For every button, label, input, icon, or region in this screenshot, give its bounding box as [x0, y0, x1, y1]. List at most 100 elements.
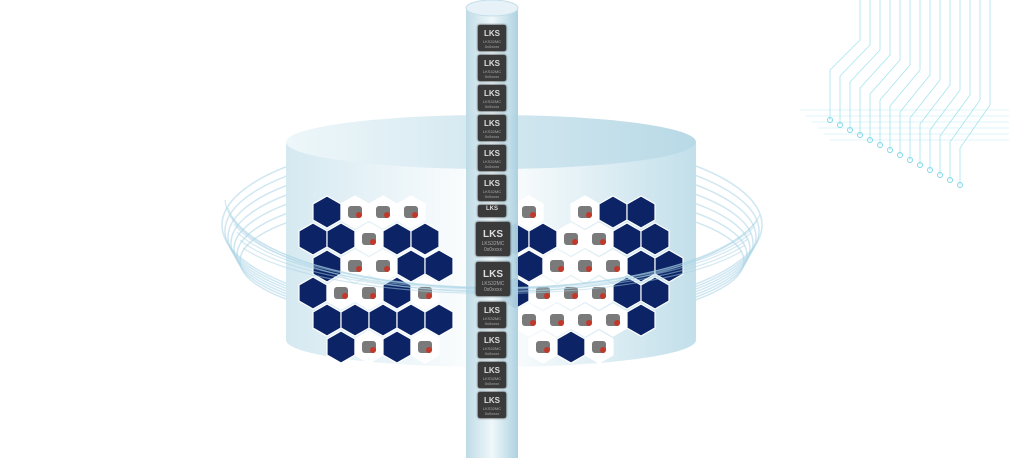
- circuit-node: [937, 172, 943, 178]
- chip-brand: LKS: [484, 179, 500, 188]
- chip-code: 0x0xxxx: [484, 194, 500, 199]
- circuit-line: [829, 0, 861, 120]
- hex-tile: [640, 276, 670, 310]
- circuit-line: [889, 0, 921, 150]
- hex-tile: [640, 222, 670, 256]
- product-icon-detail: [356, 266, 362, 272]
- chip-code: 0x0xxxx: [484, 411, 500, 416]
- product-icon-detail: [370, 347, 376, 353]
- circuit-node: [897, 152, 903, 158]
- product-icon-detail: [356, 212, 362, 218]
- hex-tile: [626, 195, 656, 229]
- circuit-line: [849, 0, 881, 130]
- hex-tile: [424, 249, 454, 283]
- circuit-line: [949, 0, 981, 180]
- circuit-line: [939, 0, 971, 175]
- chip-brand: LKS: [486, 206, 498, 212]
- hex-tile: [626, 303, 656, 337]
- circuit-node: [947, 177, 953, 183]
- product-icon-detail: [572, 293, 578, 299]
- product-icon-detail: [426, 347, 432, 353]
- product-icon-detail: [600, 347, 606, 353]
- chip-code: 0x0xxxx: [484, 44, 500, 49]
- product-icon-detail: [384, 266, 390, 272]
- product-icon-detail: [558, 266, 564, 272]
- chip-code: 0x0xxxx: [484, 74, 500, 79]
- chip-brand: LKS: [484, 306, 500, 315]
- hex-tile: [424, 303, 454, 337]
- chip-model: LKS32MC: [482, 316, 502, 321]
- product-icon-detail: [614, 266, 620, 272]
- circuit-node: [887, 147, 893, 153]
- chip-code: 0x0xxxx: [484, 134, 500, 139]
- chip-code: 0x0xxxx: [483, 247, 503, 253]
- product-icon-detail: [530, 320, 536, 326]
- chip-code: 0x0xxxx: [484, 321, 500, 326]
- chip-model: LKS32MC: [482, 69, 502, 74]
- circuit-line: [919, 0, 951, 165]
- product-icon-detail: [370, 239, 376, 245]
- product-icon-detail: [370, 293, 376, 299]
- chip-brand: LKS: [484, 396, 500, 405]
- product-icon-detail: [586, 212, 592, 218]
- circuit-line: [869, 0, 901, 140]
- chip-model: LKS32MC: [481, 281, 505, 287]
- hex-tile: [654, 249, 684, 283]
- circuit-line: [909, 0, 941, 160]
- circuit-node: [917, 162, 923, 168]
- product-icon-detail: [544, 293, 550, 299]
- circuit-line: [899, 0, 931, 155]
- product-icon-detail: [530, 212, 536, 218]
- chip-brand: LKS: [483, 269, 503, 280]
- chip-brand: LKS: [484, 59, 500, 68]
- chip-model: LKS32MC: [482, 376, 502, 381]
- product-icon-detail: [600, 293, 606, 299]
- chip-brand: LKS: [484, 149, 500, 158]
- circuit-node: [927, 167, 933, 173]
- circuit-node: [837, 122, 843, 128]
- chip-model: LKS32MC: [482, 159, 502, 164]
- chip-brand: LKS: [484, 119, 500, 128]
- product-icon-detail: [558, 320, 564, 326]
- hex-tile: [410, 222, 440, 256]
- product-icon-detail: [412, 212, 418, 218]
- chip-model: LKS32MC: [482, 39, 502, 44]
- chip-code: 0x0xxxx: [484, 351, 500, 356]
- chip-brand: LKS: [484, 89, 500, 98]
- product-icon-detail: [586, 320, 592, 326]
- product-icon-detail: [572, 239, 578, 245]
- chip-model: LKS32MC: [482, 406, 502, 411]
- circuit-decoration: [800, 0, 1009, 188]
- chip-brand: LKS: [484, 336, 500, 345]
- circuit-node: [877, 142, 883, 148]
- chip-model: LKS32MC: [482, 129, 502, 134]
- chip-model: LKS32MC: [482, 189, 502, 194]
- chip-brand: LKS: [484, 366, 500, 375]
- chip-brand: LKS: [484, 29, 500, 38]
- circuit-line: [959, 0, 991, 185]
- product-icon-detail: [586, 266, 592, 272]
- product-icon-detail: [342, 293, 348, 299]
- hex-grid: [298, 195, 684, 364]
- circuit-node: [907, 157, 913, 163]
- chip-code: 0x0xxxx: [483, 287, 503, 293]
- circuit-node: [827, 117, 833, 123]
- circuit-node: [957, 182, 963, 188]
- circuit-line: [859, 0, 891, 135]
- circuit-node: [857, 132, 863, 138]
- product-icon-detail: [600, 239, 606, 245]
- chip-code: 0x0xxxx: [484, 104, 500, 109]
- circuit-node: [847, 127, 853, 133]
- chip-brand: LKS: [483, 229, 503, 240]
